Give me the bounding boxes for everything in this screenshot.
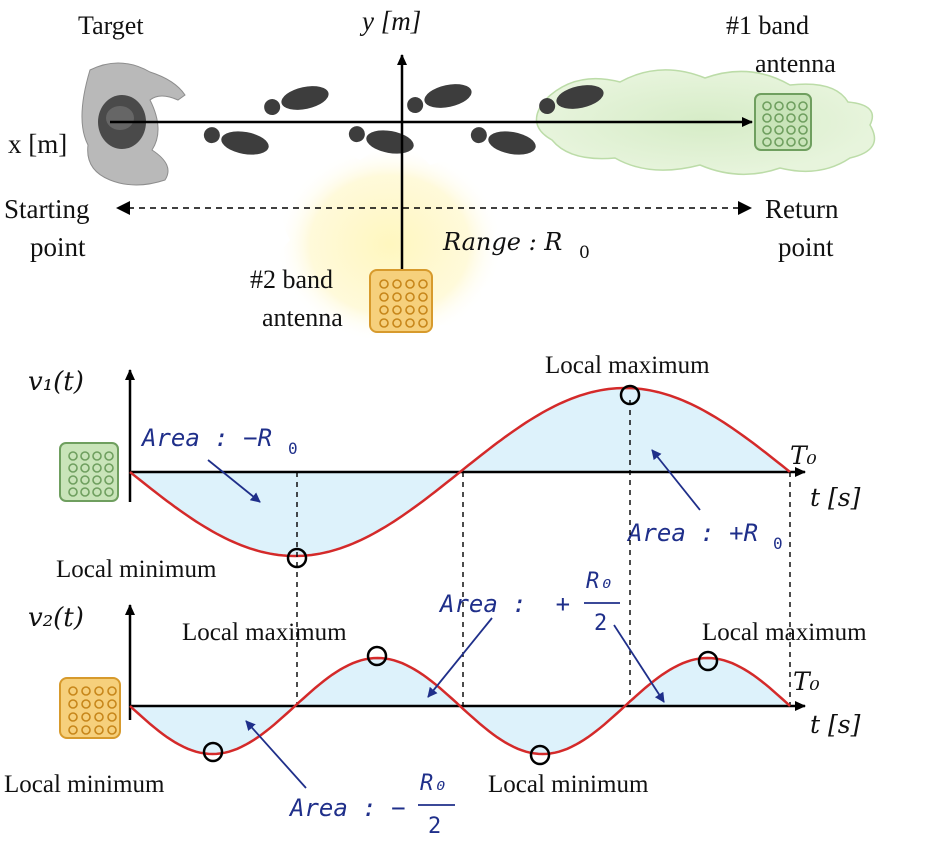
y-axis-label: y [m] <box>359 6 421 36</box>
plot1-area-neg-label: Area : −R <box>140 424 272 452</box>
return-label-line1: Return <box>765 194 839 224</box>
plot2-area-neg-num: R₀ <box>420 771 447 796</box>
plot1-area-pos-sub: 0 <box>773 534 783 553</box>
return-label-line2: point <box>778 232 834 262</box>
start-label-line2: point <box>30 232 86 262</box>
plot1-curve <box>129 386 791 558</box>
plot2-local-max-right-label: Local maximum <box>702 619 867 646</box>
plot2-area-neg-den: 2 <box>428 814 441 839</box>
range-arrow-right-head <box>738 201 752 215</box>
plot2-local-max-left-marker <box>366 645 388 667</box>
guide-lines <box>296 400 791 706</box>
footprint-icon <box>539 85 604 115</box>
plot2-local-min-right-label: Local minimum <box>488 771 649 798</box>
band1-label-line1: #1 band <box>726 11 809 40</box>
plot1-area-neg-pointer <box>207 459 261 503</box>
plot2-curve <box>129 656 791 756</box>
plot2-period-label: T₀ <box>793 667 820 696</box>
plot1-x-label: t [s] <box>810 483 861 512</box>
plot2-area-neg-label: Area : − <box>288 794 406 822</box>
plot1: v₁(t) t [s] T₀ Area : −R 0 Area : +R 0 L… <box>28 352 861 583</box>
plot2-area-pos-num: R₀ <box>586 569 613 594</box>
x-axis-label: x [m] <box>8 129 67 159</box>
plot1-area-neg-sub: 0 <box>288 439 298 458</box>
plot2-local-max-left-label: Local maximum <box>182 619 347 646</box>
plot2-area-pos-den: 2 <box>594 611 607 636</box>
footprint-icon <box>407 84 472 114</box>
plot2-area-neg-pointer <box>245 720 307 789</box>
plot2-band2-antenna-icon <box>59 677 121 739</box>
plot2-area-pos-pointer-left <box>427 617 493 698</box>
plot1-area-pos-pointer <box>651 449 701 511</box>
plot2-x-label: t [s] <box>810 710 861 739</box>
range-label-sub: 0 <box>579 243 590 263</box>
plot2-local-min-left-label: Local minimum <box>4 771 165 798</box>
range-label: Range : R <box>442 228 562 256</box>
target-person-icon <box>81 62 186 186</box>
footprint-icon <box>203 127 269 155</box>
band2-label-line1: #2 band <box>250 265 333 294</box>
plot2: v₂(t) t [s] T₀ Local maximum Local maxim… <box>4 569 867 839</box>
band2-radiation-glow <box>276 146 503 343</box>
footprint-icon <box>264 86 329 116</box>
plot1-period-label: T₀ <box>790 441 817 470</box>
target-label: Target <box>78 11 144 40</box>
range-arrow-left-head <box>116 201 130 215</box>
band2-antenna-icon <box>369 269 433 333</box>
footprints <box>203 84 604 155</box>
top-scene: Target y [m] x [m] #1 band antenna #2 ba… <box>4 6 876 343</box>
plot1-area-pos-label: Area : +R <box>626 519 758 547</box>
start-label-line1: Starting <box>4 194 90 224</box>
plot2-local-max-right-marker <box>697 650 719 672</box>
plot2-local-min-right-marker <box>529 744 551 766</box>
plot1-local-min-label: Local minimum <box>56 556 217 583</box>
band2-label-line2: antenna <box>262 303 343 332</box>
plot1-local-max-label: Local maximum <box>545 352 710 379</box>
plot2-area-pos-pointer-right <box>613 624 665 703</box>
plot2-local-min-left-marker <box>202 741 224 763</box>
band1-antenna-icon <box>754 93 812 151</box>
plot2-y-label: v₂(t) <box>28 603 84 633</box>
band1-label-line2: antenna <box>755 49 836 78</box>
plot1-band1-antenna-icon <box>59 442 119 502</box>
plot1-y-label: v₁(t) <box>28 367 84 397</box>
footprint-icon <box>470 127 536 155</box>
plot2-area-pos-label: Area : + <box>438 590 570 618</box>
